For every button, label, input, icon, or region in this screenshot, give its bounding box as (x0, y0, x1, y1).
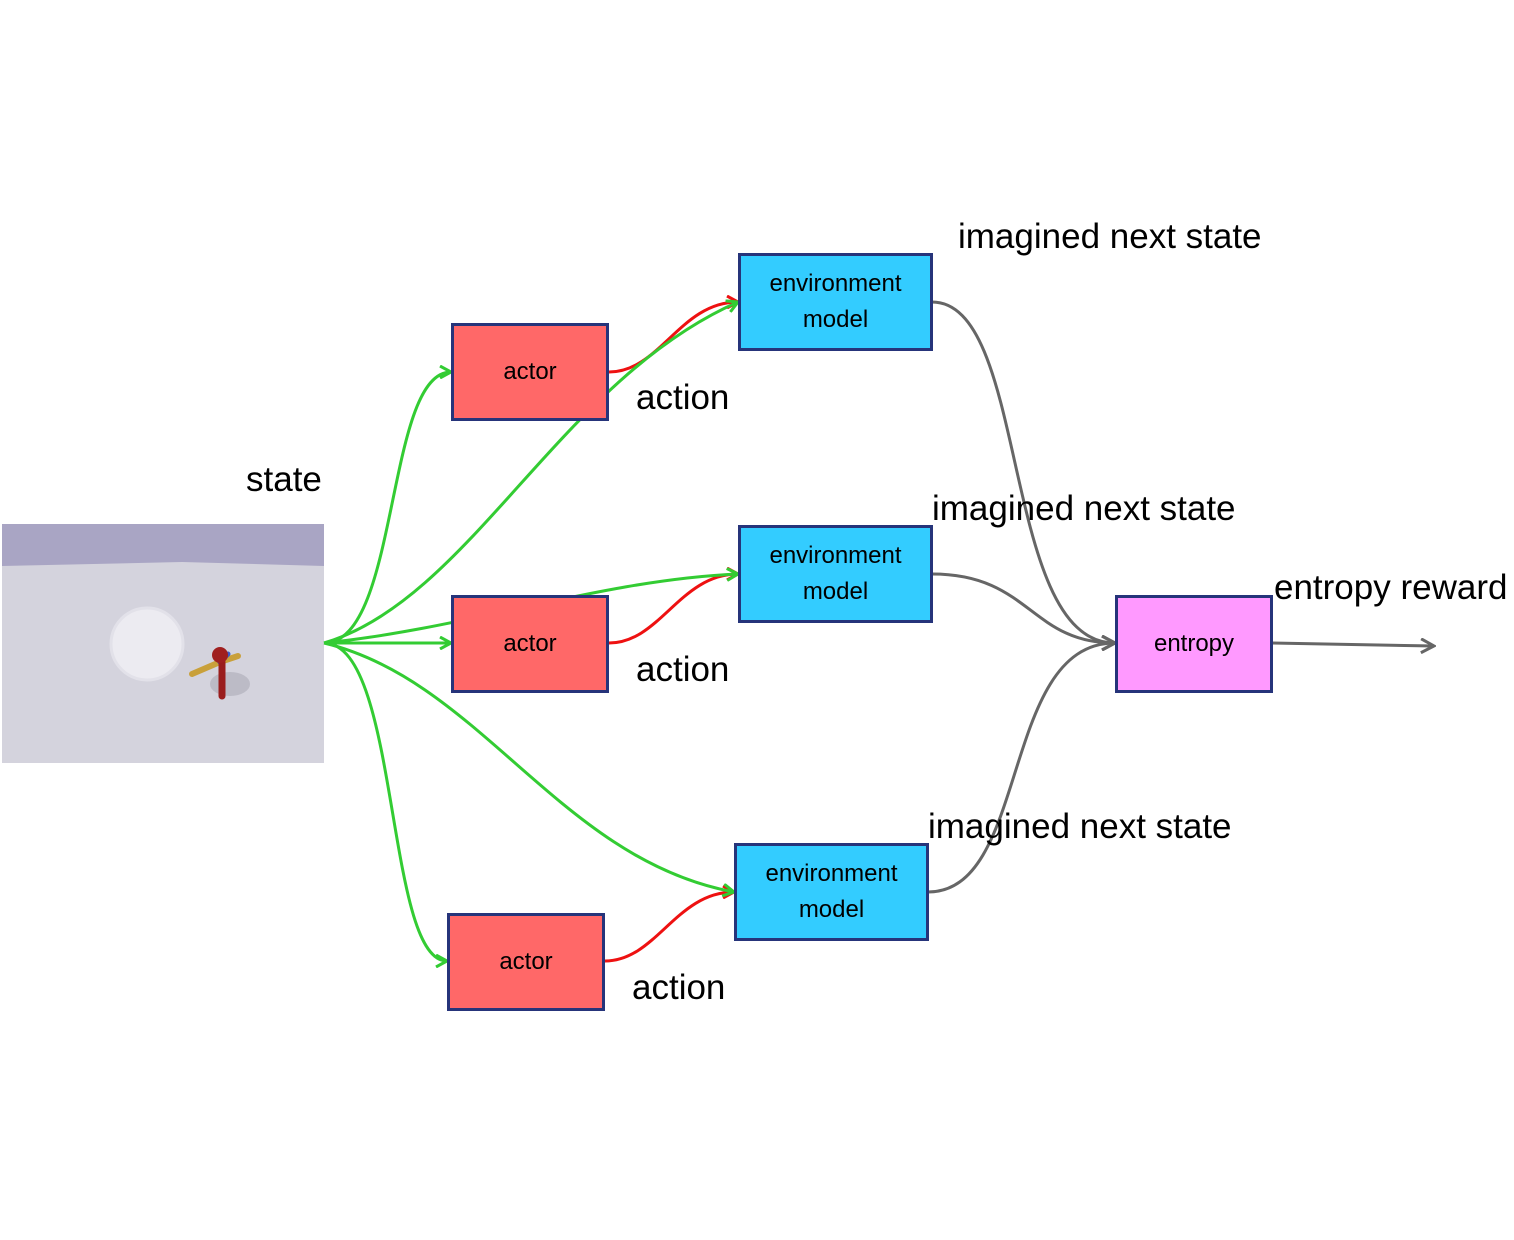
actor-box-2: actor (451, 595, 609, 693)
action-label-3: action (632, 968, 726, 1007)
actor-box-3: actor (447, 913, 605, 1011)
state-image (2, 524, 324, 763)
environment-model-box-3: environment model (734, 843, 929, 941)
actor-box-1: actor (451, 323, 609, 421)
state-label: state (246, 460, 322, 499)
ant-agent-icon (189, 647, 250, 700)
state-to-env-1 (323, 302, 738, 645)
action-arrow-2 (608, 574, 738, 645)
imagined-next-state-label-1: imagined next state (958, 217, 1262, 256)
imagined-next-state-label-2: imagined next state (932, 489, 1236, 528)
target-circle (109, 606, 185, 682)
entropy-box: entropy (1115, 595, 1273, 693)
entropy-reward-label: entropy reward (1274, 568, 1508, 607)
state-to-actor-1 (323, 372, 451, 645)
sky-band (2, 524, 324, 566)
state-to-actor-3 (323, 641, 447, 961)
action-arrow-1 (608, 302, 738, 374)
action-arrow-3 (604, 892, 734, 963)
env-to-entropy-3 (927, 643, 1115, 894)
state-to-env-3 (323, 641, 734, 892)
env-to-entropy-1 (931, 300, 1115, 643)
env-to-entropy-2 (931, 572, 1115, 643)
imagined-next-state-label-3: imagined next state (928, 807, 1232, 846)
environment-model-box-2: environment model (738, 525, 933, 623)
action-label-2: action (636, 650, 730, 689)
environment-model-box-1: environment model (738, 253, 933, 351)
action-label-1: action (636, 378, 730, 417)
entropy-output-arrow (1271, 643, 1434, 646)
